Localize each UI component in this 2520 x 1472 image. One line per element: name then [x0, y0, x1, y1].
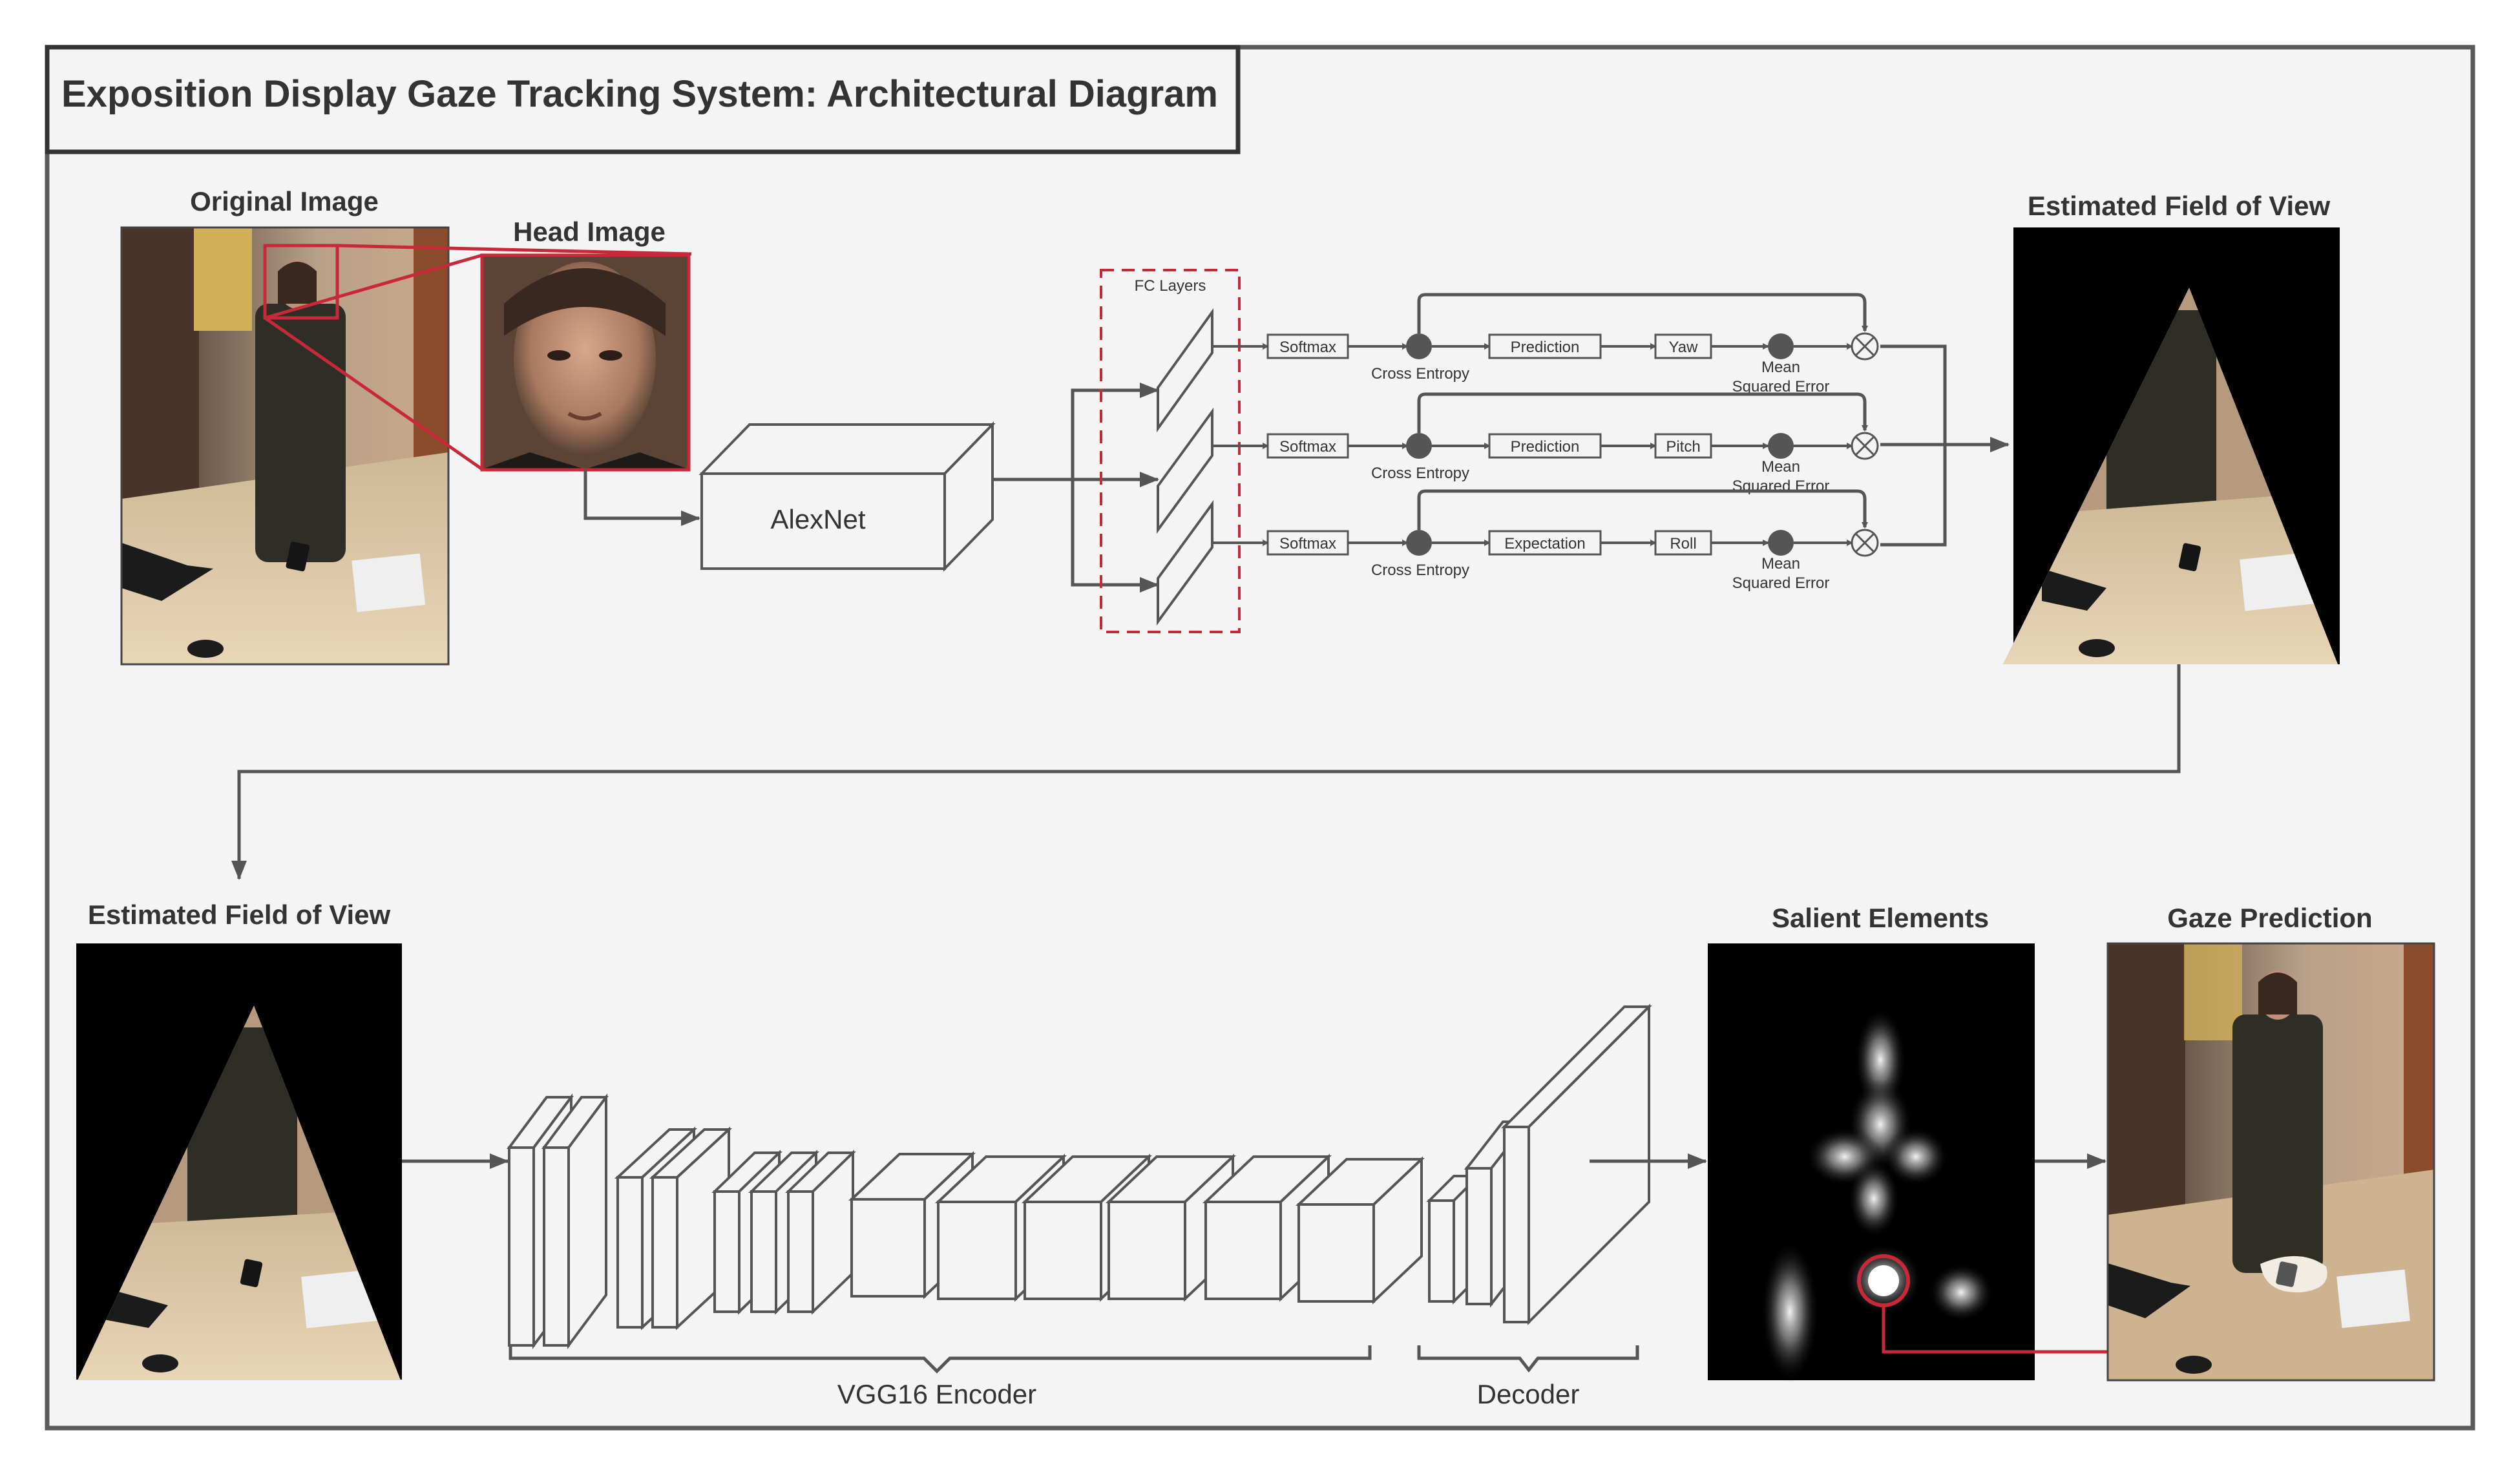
gaze-prediction-frame	[2106, 942, 2435, 1382]
original-image-label: Original Image	[190, 186, 379, 216]
roll-stage-label: Expectation	[1504, 535, 1585, 552]
encoder-decoder-blocks	[507, 1004, 1652, 1350]
fc-plane-pitch	[1157, 407, 1213, 534]
yaw-stage-label: Prediction	[1511, 339, 1580, 356]
pitch-stage-label: Prediction	[1511, 438, 1580, 456]
encoder-label: VGG16 Encoder	[837, 1379, 1036, 1409]
fc-layers-group	[1100, 269, 1241, 633]
yaw-stage-box	[1488, 333, 1602, 359]
pitch-combine-cross	[1854, 436, 1875, 456]
roll-cross-entropy-node	[1406, 530, 1432, 556]
fov-to-bottom-arrow	[231, 664, 2181, 880]
roll-angle-label: Roll	[1670, 535, 1696, 552]
yaw-softmax-box	[1266, 333, 1349, 359]
fc-plane-yaw	[1157, 308, 1213, 433]
estimated-fov-bottom-label: Estimated Field of View	[88, 899, 391, 930]
alexnet-block	[698, 421, 996, 572]
pitch-softmax-label: Softmax	[1279, 438, 1336, 456]
pitch-mse-node	[1768, 433, 1794, 459]
yaw-softmax-label: Softmax	[1279, 339, 1336, 356]
crop-line-mid	[264, 253, 483, 320]
pitch-cross-entropy-node	[1406, 433, 1432, 459]
fc-layers-label: FC Layers	[1135, 277, 1206, 295]
enc-block-5d	[1295, 1156, 1425, 1305]
roll-mse-label-line1: Mean	[1761, 555, 1800, 573]
enc-block-5b	[1105, 1153, 1237, 1302]
roll-skip-connection	[1417, 489, 1868, 530]
title-box	[45, 45, 1241, 154]
decoder-label: Decoder	[1477, 1379, 1580, 1409]
pitch-skip-connection	[1417, 392, 1868, 433]
decoder-brace	[1417, 1345, 1639, 1373]
fan-to-fc-1	[1071, 383, 1159, 479]
enc-block-1b	[541, 1093, 609, 1350]
roll-mse-label-line2: Squared Error	[1732, 574, 1830, 592]
yaw-combine-cross	[1854, 336, 1875, 357]
diagram-title: Exposition Display Gaze Tracking System:…	[61, 73, 1218, 115]
fan-to-fc-3	[1071, 479, 1159, 593]
estimated-fov-top-image	[2003, 227, 2340, 664]
roll-angle-box	[1654, 530, 1712, 556]
fc-layer-planes	[1157, 308, 1213, 626]
roll-softmax-label: Softmax	[1279, 535, 1336, 552]
dec-block-3	[1501, 1004, 1652, 1325]
yaw-cross-entropy-label: Cross Entropy	[1371, 365, 1469, 383]
gaze-prediction-image	[2108, 943, 2434, 1380]
roll-stage-box	[1488, 530, 1602, 556]
estimated-fov-bottom-image	[76, 943, 402, 1380]
estimated-fov-top-label: Estimated Field of View	[2028, 191, 2331, 221]
yaw-mse-label-line1: Mean	[1761, 359, 1800, 376]
gaze-prediction-label: Gaze Prediction	[2167, 903, 2372, 933]
original-image	[121, 227, 448, 664]
pitch-cross-entropy-label: Cross Entropy	[1371, 465, 1469, 482]
head-to-alexnet-arrow	[583, 470, 700, 526]
roll-combine-cross	[1854, 532, 1875, 553]
head-crop-box	[263, 244, 339, 320]
yaw-skip-connection	[1417, 293, 1868, 333]
yaw-angle-label: Yaw	[1669, 339, 1699, 356]
roll-mse-node	[1768, 530, 1794, 556]
crop-line-bottom	[264, 316, 483, 471]
pitch-softmax-box	[1266, 433, 1349, 459]
pitch-mse-label-line1: Mean	[1761, 458, 1800, 476]
encoder-brace	[509, 1345, 1372, 1374]
crop-line-top	[337, 244, 692, 256]
alexnet-label: AlexNet	[770, 504, 865, 534]
salient-elements-image	[1708, 943, 2035, 1383]
yaw-mse-node	[1768, 333, 1794, 359]
pitch-stage-box	[1488, 433, 1602, 459]
head-image-label: Head Image	[513, 216, 666, 247]
salient-elements-label: Salient Elements	[1772, 903, 1989, 933]
roll-cross-entropy-label: Cross Entropy	[1371, 562, 1469, 579]
pitch-angle-label: Pitch	[1666, 438, 1700, 456]
fc-plane-roll	[1157, 499, 1213, 626]
yaw-cross-entropy-node	[1406, 333, 1432, 359]
head-image	[482, 255, 689, 470]
